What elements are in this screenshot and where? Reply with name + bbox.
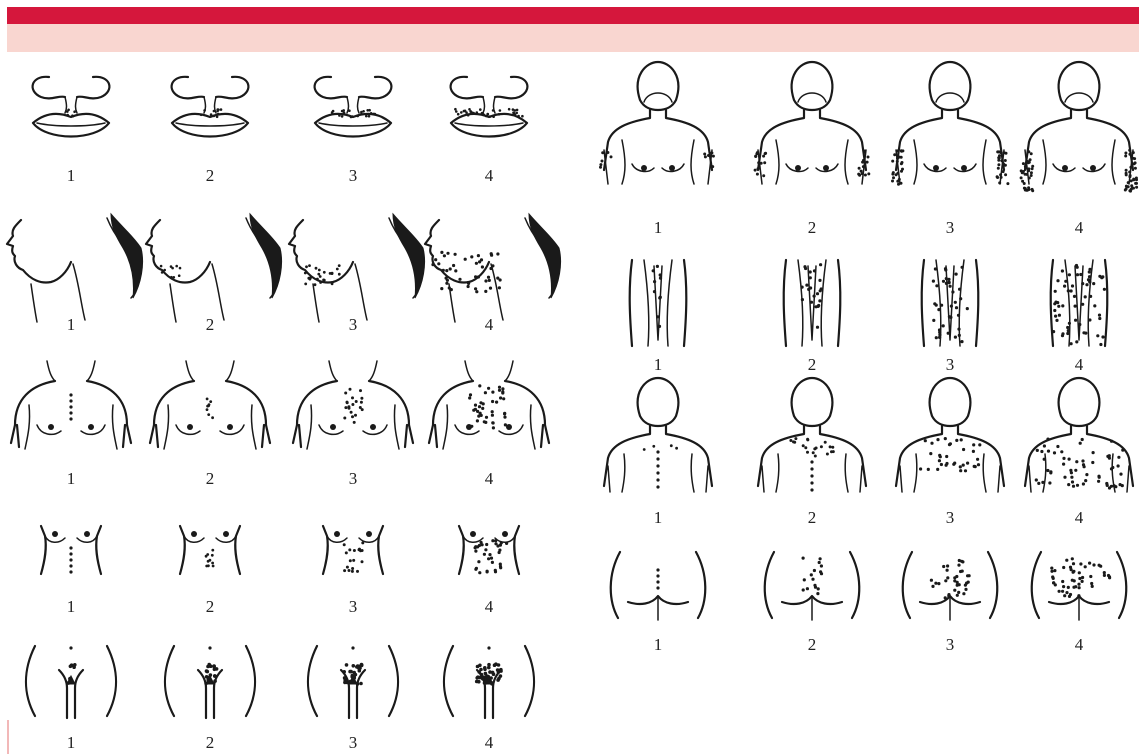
- upper-back-figure-1: [604, 378, 712, 492]
- chin-figure-3: [289, 214, 425, 322]
- lower-back-score-label-4: 4: [1075, 635, 1084, 654]
- lower-abdomen-figure-4: [444, 646, 534, 718]
- chin-figure-1: [7, 214, 143, 322]
- upper-abdomen-score-label-3: 3: [349, 597, 358, 616]
- upper-back-figure-3: [896, 378, 1004, 492]
- upper-arms-score-label-3: 3: [946, 218, 955, 237]
- panel-thighs: [630, 260, 1108, 346]
- upper-abdomen-score-label-4: 4: [485, 597, 494, 616]
- upper-arms-figure-4: [1020, 62, 1139, 193]
- panel-lower-abdomen: [26, 646, 534, 718]
- upper-back-figure-2: [758, 378, 866, 492]
- lower-back-figure-2: [765, 552, 860, 620]
- chest-figure-4: [429, 361, 549, 449]
- panel-upper-lip: [33, 77, 528, 137]
- upper-abdomen-figure-3: [323, 526, 383, 574]
- upper-back-figure-4: [1025, 378, 1133, 492]
- lower-back-figure-1: [611, 552, 706, 620]
- chest-score-label-4: 4: [485, 469, 494, 488]
- upper-lip-figure-3: [315, 77, 392, 137]
- upper-lip-figure-4: [451, 77, 528, 137]
- chest-score-label-1: 1: [67, 469, 76, 488]
- upper-arms-score-label-4: 4: [1075, 218, 1084, 237]
- thighs-figure-4: [1051, 260, 1108, 346]
- panel-lower-back: [611, 552, 1127, 620]
- thighs-score-label-1: 1: [654, 355, 663, 374]
- upper-lip-score-label-4: 4: [485, 166, 494, 185]
- upper-abdomen-figure-2: [180, 526, 240, 574]
- upper-arms-score-label-1: 1: [654, 218, 663, 237]
- thighs-figure-3: [922, 260, 979, 346]
- chest-score-label-2: 2: [206, 469, 215, 488]
- upper-abdomen-figure-4: [459, 526, 519, 574]
- thighs-figure-2: [784, 260, 841, 346]
- upper-arms-figure-3: [891, 62, 1009, 186]
- upper-lip-figure-2: [172, 77, 249, 137]
- upper-lip-score-label-2: 2: [206, 166, 215, 185]
- upper-arms-score-label-2: 2: [808, 218, 817, 237]
- chest-figure-1: [11, 361, 131, 449]
- upper-arms-figure-1: [599, 62, 715, 184]
- upper-abdomen-figure-1: [41, 526, 101, 574]
- upper-back-score-label-2: 2: [808, 508, 817, 527]
- panel-upper-arms: [599, 62, 1138, 193]
- panel-chin: [7, 214, 561, 322]
- upper-lip-score-label-1: 1: [67, 166, 76, 185]
- lower-back-figure-4: [1032, 552, 1127, 620]
- lower-back-figure-3: [903, 552, 998, 620]
- chin-score-label-4: 4: [485, 315, 494, 334]
- chin-score-label-3: 3: [349, 315, 358, 334]
- chin-score-label-1: 1: [67, 315, 76, 334]
- lower-abdomen-figure-2: [165, 646, 255, 718]
- chest-figure-2: [150, 361, 270, 449]
- chin-figure-4: [425, 214, 561, 322]
- panel-chest: [11, 361, 549, 449]
- chin-score-label-2: 2: [206, 315, 215, 334]
- upper-back-score-label-4: 4: [1075, 508, 1084, 527]
- upper-arms-figure-2: [754, 62, 871, 184]
- lower-back-score-label-3: 3: [946, 635, 955, 654]
- panel-upper-back: [604, 378, 1133, 492]
- thighs-score-label-3: 3: [946, 355, 955, 374]
- lower-back-score-label-2: 2: [808, 635, 817, 654]
- chest-figure-3: [293, 361, 413, 449]
- thighs-score-label-4: 4: [1075, 355, 1084, 374]
- lower-abdomen-figure-3: [308, 646, 398, 718]
- lower-abdomen-figure-1: [26, 646, 116, 718]
- chest-score-label-3: 3: [349, 469, 358, 488]
- upper-back-score-label-3: 3: [946, 508, 955, 527]
- thighs-figure-1: [630, 260, 687, 346]
- upper-back-score-label-1: 1: [654, 508, 663, 527]
- upper-lip-score-label-3: 3: [349, 166, 358, 185]
- lower-abdomen-score-label-3: 3: [349, 733, 358, 752]
- upper-abdomen-score-label-2: 2: [206, 597, 215, 616]
- upper-abdomen-score-label-1: 1: [67, 597, 76, 616]
- panel-upper-abdomen: [41, 526, 519, 574]
- lower-abdomen-score-label-1: 1: [67, 733, 76, 752]
- lower-abdomen-score-label-2: 2: [206, 733, 215, 752]
- lower-abdomen-score-label-4: 4: [485, 733, 494, 752]
- lower-back-score-label-1: 1: [654, 635, 663, 654]
- upper-lip-figure-1: [33, 77, 110, 137]
- chin-figure-2: [146, 214, 282, 322]
- thighs-score-label-2: 2: [808, 355, 817, 374]
